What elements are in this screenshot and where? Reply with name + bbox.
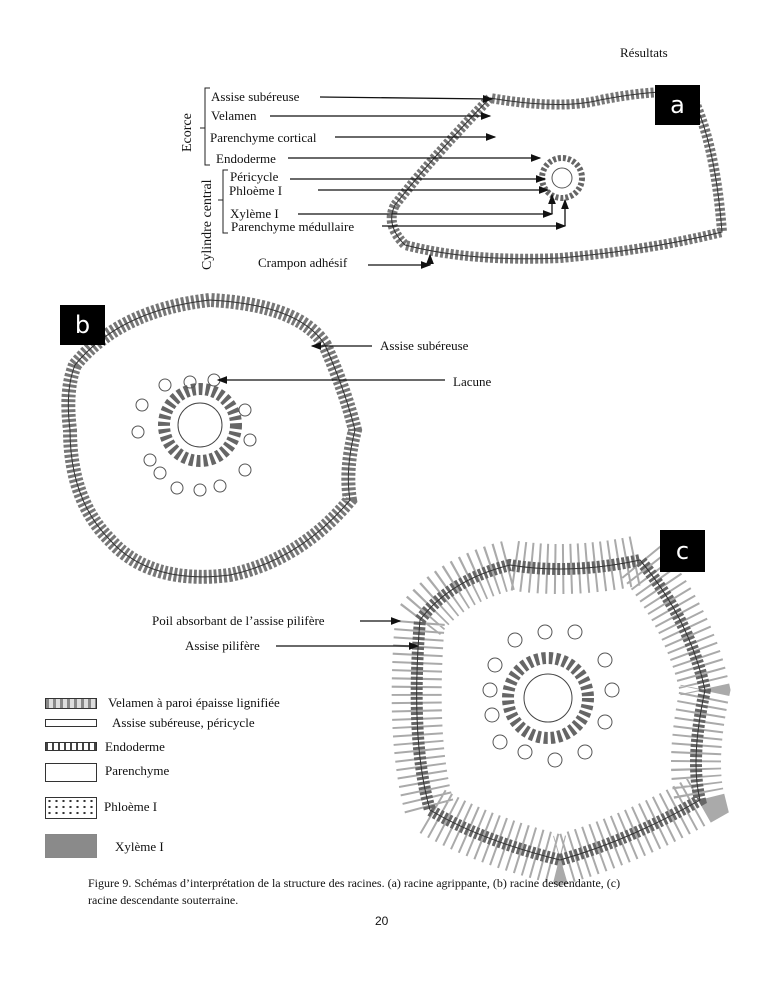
legend-endoderme: Endoderme [105,739,165,754]
label-assise-subereuse: Assise subéreuse [211,89,300,104]
legend-swatch-velamen [45,698,97,709]
group-label-cylindre-central: Cylindre central [200,179,215,270]
legend-parenchyme: Parenchyme [105,763,170,778]
legend-swatch-parenchyme [45,763,97,782]
braces-a [200,87,228,234]
legend-swatch-assise [45,719,97,727]
label-pericycle: Péricycle [230,169,279,184]
label-phloeme: Phloème I [229,183,283,198]
label-crampon-adhesif: Crampon adhésif [258,255,348,270]
legend-xyleme: Xylème I [115,839,164,854]
legend-swatch-endoderme [45,742,97,751]
panel-label-c: c [660,530,705,572]
section-header: Résultats [620,45,668,60]
label-b-assise-subereuse: Assise subéreuse [380,338,469,353]
panel-label-b: b [60,305,105,345]
caption-line-2: racine descendante souterraine. [88,893,239,907]
legend-phloeme: Phloème I [104,799,158,814]
label-xyleme: Xylème I [230,206,279,221]
label-poil-absorbant: Poil absorbant de l’assise pilifère [152,613,325,628]
root-section-c [391,532,731,886]
label-velamen: Velamen [211,108,257,123]
legend-velamen: Velamen à paroi épaisse lignifiée [108,695,280,710]
label-arrows-a [270,94,569,269]
label-parenchyme-medullaire: Parenchyme médullaire [231,219,355,234]
caption-line-1: Figure 9. Schémas d’interprétation de la… [88,876,621,890]
label-parenchyme-cortical: Parenchyme cortical [210,130,317,145]
legend-swatch-xyleme [45,834,97,858]
page-number: 20 [375,914,389,928]
legend-assise: Assise subéreuse, péricycle [112,715,255,730]
legend-swatch-phloeme [45,797,97,819]
label-assise-pilifere: Assise pilifère [185,638,260,653]
panel-label-a: a [655,85,700,125]
root-section-b [61,292,363,584]
label-lacune: Lacune [453,374,492,389]
group-label-ecorce: Ecorce [180,113,195,152]
label-endoderme: Endoderme [216,151,276,166]
